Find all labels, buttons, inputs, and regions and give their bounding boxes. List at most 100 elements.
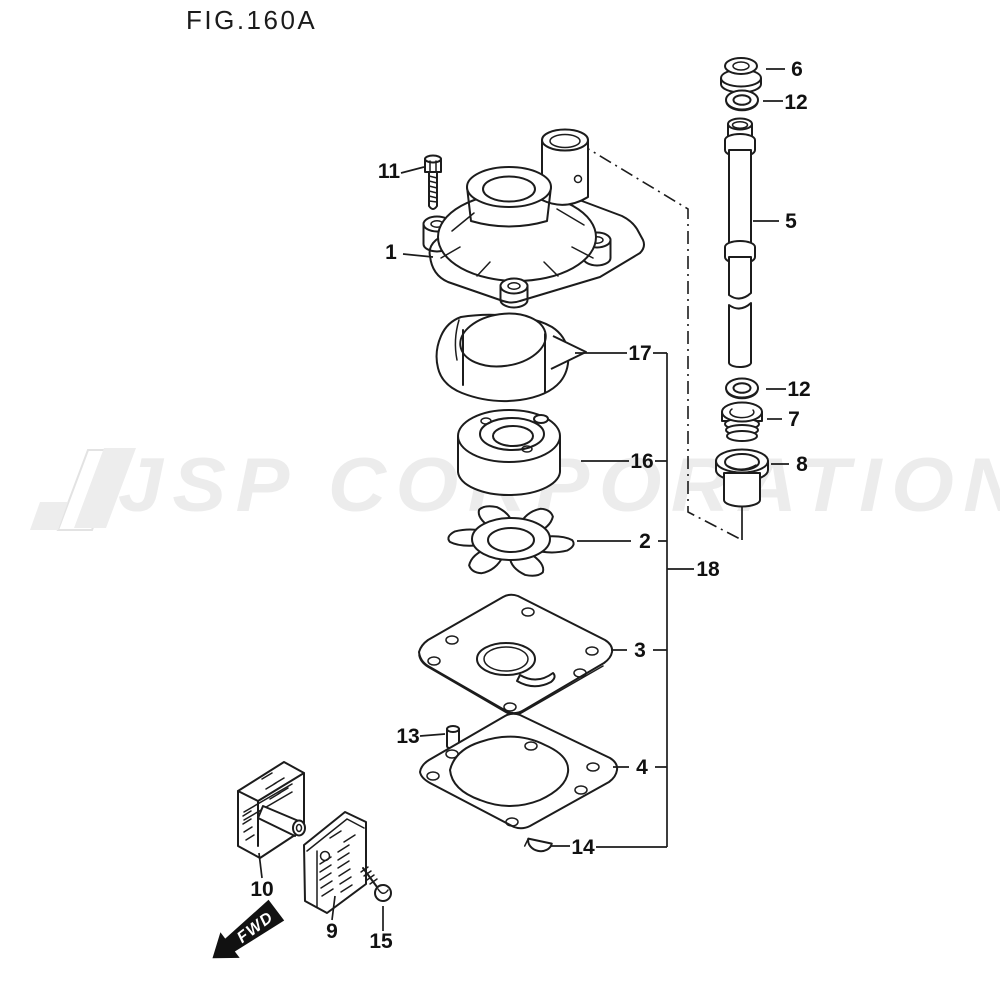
- part-callout-18: 18: [696, 558, 720, 581]
- leader-1: [402, 253, 434, 258]
- part-callout-10: 10: [250, 878, 273, 901]
- impeller-bore: [487, 527, 535, 553]
- housing-bar: [243, 783, 293, 821]
- part-callout-1: 1: [385, 241, 397, 264]
- water-pump-case: [422, 128, 645, 309]
- side-tube-hole: [573, 174, 583, 184]
- plate-hole: [427, 656, 441, 666]
- part-callout-16: 16: [630, 450, 653, 473]
- washer-thickness: [725, 100, 759, 112]
- leader-14: [551, 845, 667, 848]
- cover-slots: [319, 830, 356, 897]
- tube-end-hole: [295, 823, 303, 833]
- gasket-hole: [574, 785, 588, 795]
- part-callout-2: 2: [639, 530, 651, 553]
- plate-center-hole: [476, 642, 536, 676]
- gasket-hole: [426, 771, 440, 781]
- key: [523, 837, 553, 853]
- housing-edges: [237, 772, 305, 847]
- cup-lug: [533, 414, 549, 424]
- seal: [721, 401, 763, 442]
- part-callout-14: 14: [571, 836, 595, 859]
- bolt-head-top: [424, 154, 442, 164]
- plate: [418, 593, 614, 716]
- washer-top: [725, 89, 759, 112]
- fwd-arrow-shape: [212, 899, 285, 959]
- side-tube: [541, 139, 589, 206]
- boss-top: [499, 277, 529, 295]
- ring-front-edges: [462, 329, 546, 393]
- neck-bore: [482, 175, 536, 203]
- key-side: [523, 837, 530, 847]
- seal-ring-detail: [729, 408, 755, 419]
- plate-center-ring: [483, 646, 529, 672]
- plate-hole: [521, 607, 535, 617]
- bushing-body: [723, 472, 761, 508]
- leader-11: [400, 166, 425, 174]
- fwd-arrow-icon: FWD: [212, 899, 285, 959]
- gasket-hole: [586, 762, 600, 772]
- part-callout-8: 8: [796, 453, 808, 476]
- water-tube: [724, 117, 756, 369]
- side-tube-bore: [549, 133, 581, 149]
- leader-lines: [258, 68, 789, 931]
- gasket-hole: [505, 817, 519, 827]
- cup-pin: [521, 445, 533, 453]
- part-callout-13: 13: [396, 725, 419, 748]
- plate-slot: [516, 672, 556, 688]
- seal-flange: [721, 401, 763, 423]
- cup-inner-ring: [479, 417, 545, 451]
- plate-hole: [573, 668, 587, 678]
- tube-upper: [728, 149, 752, 248]
- cap-grommet: [720, 57, 762, 94]
- seal-ring: [435, 312, 587, 403]
- case-ribs: [440, 208, 594, 277]
- leader-10: [258, 852, 263, 879]
- bushing-detail: [727, 464, 757, 470]
- gasket-hole: [524, 741, 538, 751]
- washer-hole: [732, 94, 752, 106]
- washer-hole: [732, 382, 752, 394]
- cup-pin: [480, 417, 492, 425]
- screw-head-slot: [377, 888, 389, 894]
- bushing: [715, 448, 769, 508]
- bolt-head-facets: [429, 160, 437, 173]
- gasket: [419, 712, 619, 830]
- key-body: [527, 837, 553, 853]
- impeller: [447, 503, 576, 579]
- part-callout-15: 15: [369, 930, 393, 953]
- part-callout-5: 5: [785, 210, 797, 233]
- tube-bore: [731, 121, 749, 129]
- callout-labels: 1 11 17 16 2 3 13 4 14 18 6 12 5 12 7 8 …: [250, 58, 810, 953]
- tube-end: [292, 819, 306, 837]
- cap-hole: [732, 61, 750, 71]
- ring-tab: [550, 335, 587, 370]
- ring-band: [454, 319, 460, 361]
- part-callout-4: 4: [636, 756, 648, 779]
- gasket-hole: [445, 749, 459, 759]
- housing-slots: [242, 772, 289, 841]
- tube-lower: [728, 302, 753, 369]
- strainer-housing: [237, 761, 306, 859]
- strainer-cover: [303, 811, 367, 914]
- part-callout-12-top: 12: [784, 91, 807, 114]
- screw-threads: [360, 866, 378, 885]
- part-callout-3: 3: [634, 639, 646, 662]
- plate-hole: [445, 635, 459, 645]
- part-callout-17: 17: [628, 342, 651, 365]
- boss-hole: [507, 282, 521, 290]
- plate-hole: [503, 702, 517, 712]
- part-callout-7: 7: [788, 408, 800, 431]
- plate-thickness: [418, 654, 604, 716]
- cover-fold: [306, 818, 365, 908]
- boss: [499, 285, 529, 309]
- cap-top: [724, 57, 758, 75]
- bolt-threads: [428, 175, 438, 203]
- cup-bore: [492, 425, 534, 447]
- washer-thickness: [725, 388, 759, 400]
- housing-tube: [257, 805, 302, 837]
- washer-mid: [725, 377, 759, 400]
- figure-title: FIG.160A: [186, 5, 318, 35]
